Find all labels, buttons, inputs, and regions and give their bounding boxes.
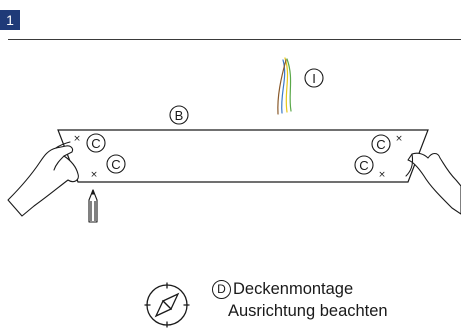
compass-icon	[144, 282, 190, 328]
label-B-circle	[169, 105, 189, 125]
label-D: D	[212, 280, 231, 299]
cable-bundle-icon	[277, 57, 292, 115]
mounting-bracket	[57, 129, 429, 183]
label-C-left-top: C	[91, 136, 100, 151]
drill-mark-right-top: ×	[395, 134, 403, 144]
label-B: B	[175, 108, 184, 123]
note-line-1: Deckenmontage	[233, 280, 354, 298]
drill-mark-left-top: ×	[73, 134, 81, 144]
label-C-right-top: C	[376, 137, 385, 152]
step-number-badge: 1	[0, 10, 20, 30]
drill-mark-left-bottom: ×	[90, 170, 98, 180]
label-C-circle	[106, 154, 126, 174]
label-C-circle	[354, 155, 374, 175]
drill-mark-right-bottom: ×	[378, 170, 386, 180]
label-C-circle	[86, 133, 106, 153]
label-C-left-bottom: C	[111, 157, 120, 172]
pencil-icon	[88, 189, 98, 223]
hand-icon	[405, 152, 461, 215]
label-C-circle	[371, 134, 391, 154]
label-C-right-bottom: C	[359, 158, 368, 173]
note-line-2: Ausrichtung beachten	[228, 302, 388, 320]
label-I-circle	[304, 68, 324, 88]
header-divider	[8, 39, 461, 40]
hand-icon	[7, 141, 79, 217]
label-I: I	[312, 71, 316, 86]
